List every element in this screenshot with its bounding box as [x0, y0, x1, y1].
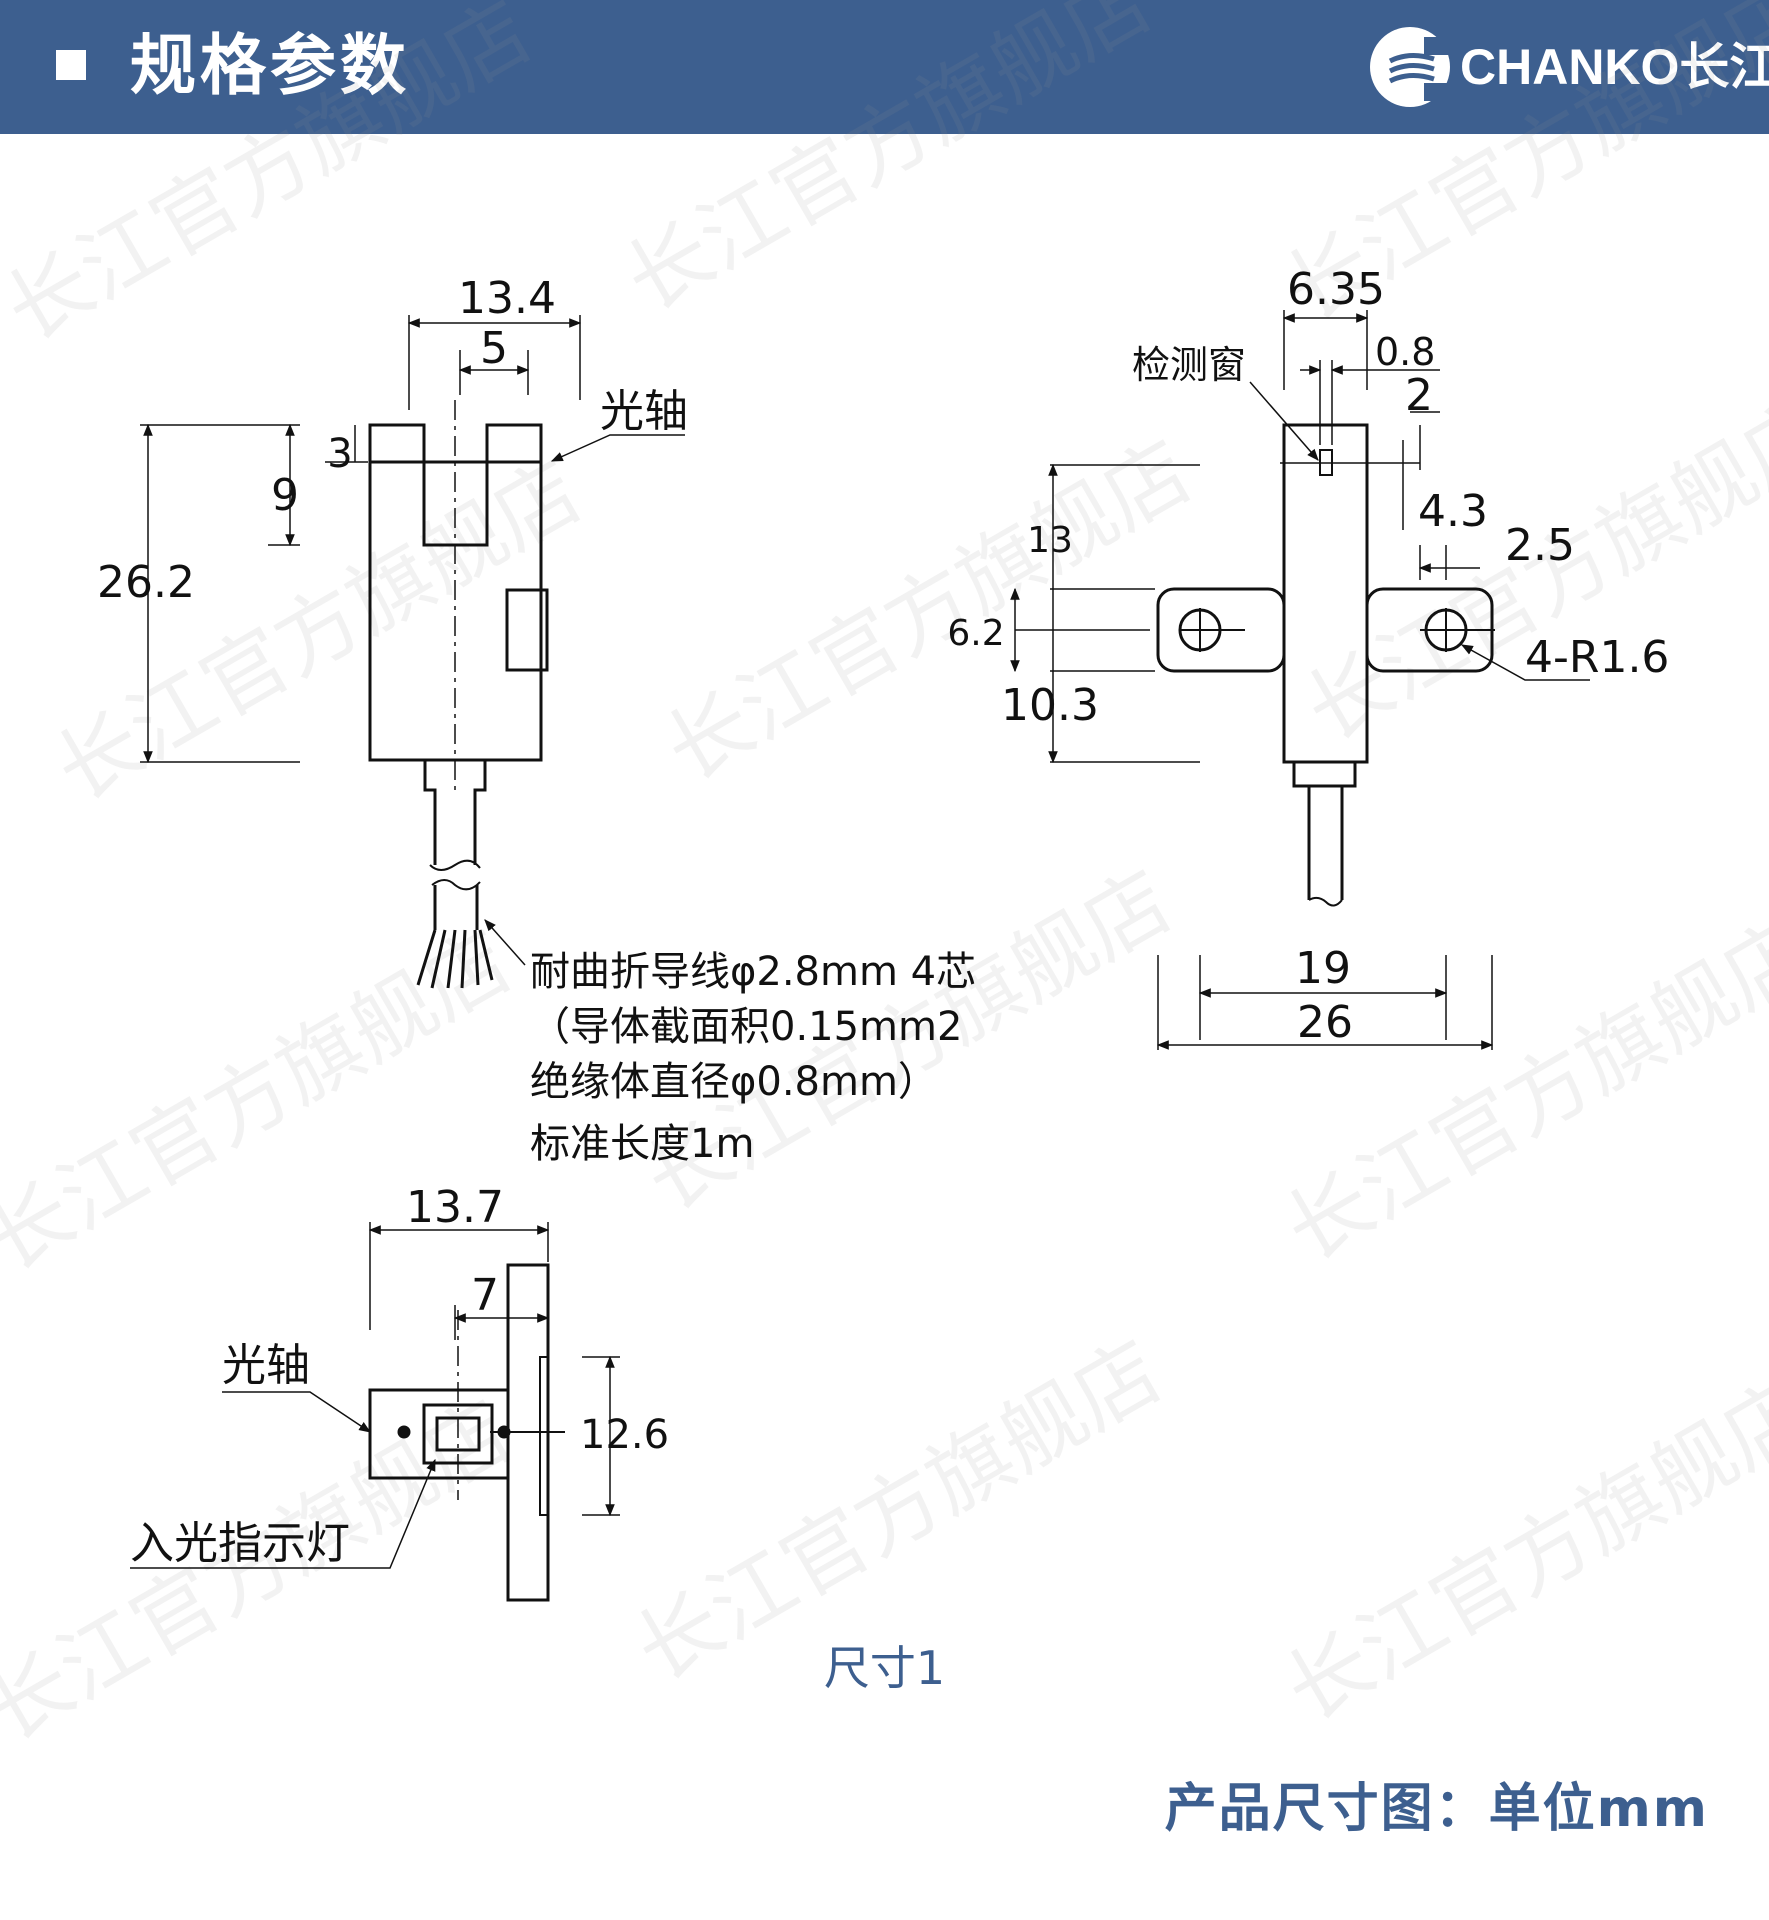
dim-label: 13.7 — [406, 1182, 504, 1233]
sensor-body-top — [368, 1388, 510, 1480]
drawing-caption: 尺寸1 — [823, 1641, 946, 1695]
dim-label: 7 — [471, 1270, 499, 1321]
dim-label: 3 — [327, 431, 352, 477]
top-view-labels: 13.7 7 光轴 12.6 入光指示灯 — [130, 1182, 669, 1569]
hole-note: 4-R1.6 — [1525, 632, 1669, 683]
dim-label: 26.2 — [97, 557, 195, 608]
wave-logo-icon — [1370, 27, 1452, 107]
front-view — [140, 315, 685, 989]
dim-label: 13.4 — [458, 273, 556, 324]
dim-label: 6.35 — [1287, 264, 1385, 315]
unit-footer: 产品尺寸图：单位mm — [1164, 1779, 1709, 1839]
cable-wires — [416, 929, 494, 989]
dim-label: 0.8 — [1375, 330, 1435, 374]
dim-label: 26 — [1297, 997, 1353, 1048]
cable-note: 标准长度1m — [530, 1121, 754, 1167]
cable-gland — [1292, 762, 1357, 788]
cable-note: 耐曲折导线φ2.8mm 4芯 — [530, 949, 976, 995]
dim-label: 2 — [1405, 370, 1433, 421]
dim-label: 13 — [1027, 520, 1073, 561]
cable-note: （导体截面积0.15mm2 — [530, 1004, 962, 1050]
optical-axis-label: 光轴 — [600, 386, 688, 437]
dim-label: 10.3 — [1001, 680, 1099, 731]
mounting-flange-left — [1156, 587, 1286, 673]
cable-lower — [433, 885, 479, 930]
cable-break — [429, 859, 481, 871]
front-view-labels: 13.4 5 光轴 3 9 26.2 耐曲折导线φ2.8mm 4芯 （导体截面积… — [97, 273, 976, 1167]
cable-break-2 — [431, 879, 481, 891]
optical-axis-label: 光轴 — [222, 1340, 310, 1391]
cable-upper — [423, 760, 487, 865]
top-view — [130, 1222, 620, 1602]
side-view — [1010, 310, 1590, 1050]
dim-label: 6.2 — [947, 613, 1004, 654]
dim-label: 9 — [271, 470, 299, 521]
dim-label: 2.5 — [1505, 520, 1575, 571]
page-title: 规格参数 — [130, 27, 410, 104]
dim-label: 12.6 — [580, 1412, 669, 1458]
indicator-window — [505, 588, 549, 672]
detect-window-label: 检测窗 — [1132, 343, 1246, 387]
dim-label: 5 — [480, 323, 508, 374]
sensor-body-side — [1282, 423, 1369, 764]
dim-label: 4.3 — [1418, 486, 1488, 537]
indicator-label: 入光指示灯 — [130, 1518, 350, 1569]
header-bar: 规格参数 CHANKO长江 — [0, 0, 1769, 134]
brand-name: CHANKO长江 — [1460, 39, 1769, 95]
side-cable — [1307, 786, 1344, 900]
header-bullet — [56, 50, 86, 80]
side-view-labels: 6.35 检测窗 0.8 2 4.3 2.5 4-R1.6 13 6.2 10.… — [947, 264, 1669, 1048]
dim-label: 19 — [1295, 943, 1351, 994]
cable-note: 绝缘体直径φ0.8mm） — [530, 1059, 938, 1105]
sensor-body-front — [368, 423, 543, 762]
